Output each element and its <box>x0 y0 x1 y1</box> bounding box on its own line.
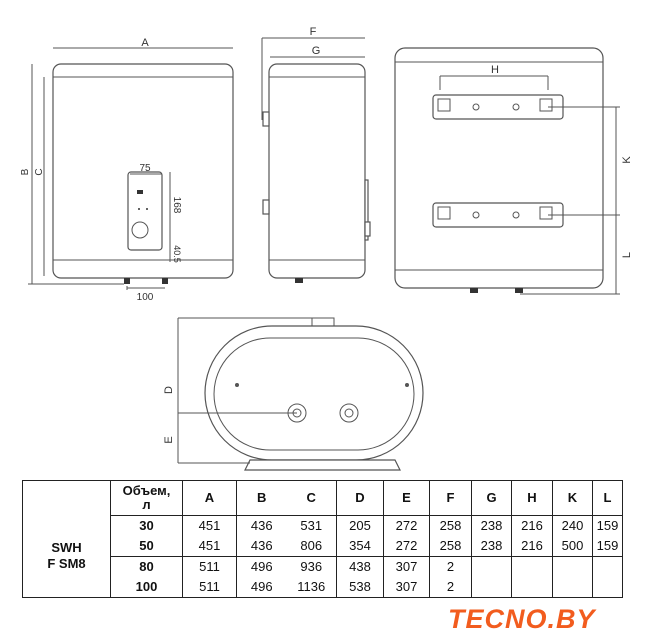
header-k: K <box>552 480 593 516</box>
dimension-cell: 2 <box>429 556 472 577</box>
dimension-cell: 500 <box>552 536 593 557</box>
dimension-cell: 159 <box>592 536 623 557</box>
dimension-cell: 451 <box>182 515 237 536</box>
dimension-cell <box>592 577 623 598</box>
dim-e-label: E <box>163 436 175 443</box>
volume-cell: 100 <box>110 577 183 598</box>
header-c: C <box>286 480 337 516</box>
model-line-1: SWH <box>51 540 82 555</box>
volume-cell: 50 <box>110 536 183 557</box>
dimension-cell: 436 <box>236 536 287 557</box>
dimension-cell: 531 <box>300 518 323 533</box>
dimension-cell: 258 <box>429 515 472 536</box>
dim-l-label: L <box>621 252 633 258</box>
dim-g-label: G <box>312 45 321 57</box>
dimension-cell: 238 <box>471 536 512 557</box>
dimension-cell: 238 <box>471 515 512 536</box>
volume-cell: 80 <box>110 556 183 577</box>
side-view: F G <box>261 26 371 283</box>
header-l: L <box>592 480 623 516</box>
dimension-cell <box>592 556 623 577</box>
panel-offset-label: 40.5 <box>172 245 182 263</box>
dimension-cell: 511 <box>182 577 237 598</box>
dim-d-label: D <box>163 386 175 394</box>
header-h: H <box>511 480 553 516</box>
dimension-cell: 1136 <box>297 579 326 594</box>
dimension-cell <box>471 577 512 598</box>
dimension-cell: 159 <box>592 515 623 536</box>
dimension-cell: 496 <box>236 556 287 577</box>
dim-k-label: K <box>621 156 633 164</box>
model-line-2: F SM8 <box>47 556 86 571</box>
front-view: A B C 75 168 40.5 100 <box>20 37 234 303</box>
dimension-cell: 307 <box>383 577 430 598</box>
dimension-cell: 2 <box>429 577 472 598</box>
header-e: E <box>383 480 430 516</box>
pipe-spacing-label: 100 <box>137 292 154 303</box>
dimension-cell <box>511 577 553 598</box>
dimension-cell: 216 <box>511 515 553 536</box>
dimension-cell <box>511 556 553 577</box>
bottom-view: D E <box>163 317 424 471</box>
dimension-cell <box>552 556 593 577</box>
dim-c-label: C <box>34 168 45 175</box>
dim-b-label: B <box>20 168 31 175</box>
dimension-cell: 538 <box>336 577 384 598</box>
volume-header-line1: Объем, <box>122 483 171 498</box>
dimension-cell: 451 <box>182 536 237 557</box>
dim-f-label: F <box>310 26 317 38</box>
back-view: H K L <box>394 47 633 295</box>
header-f: F <box>429 480 472 516</box>
dimension-cell: 936 <box>286 556 337 577</box>
dim-a-label: A <box>141 37 149 49</box>
dimension-cell: 496 <box>236 577 287 598</box>
dimension-cell <box>552 577 593 598</box>
dimension-cell: 240 <box>552 515 593 536</box>
volume-header-line2: л <box>142 497 151 512</box>
dimension-cell: 354 <box>336 536 384 557</box>
dimension-cell: 205 <box>336 515 384 536</box>
technical-drawing: A B C 75 168 40.5 100 F G H K L <box>20 26 633 471</box>
dimension-cell: 216 <box>511 536 553 557</box>
panel-height-label: 168 <box>171 197 182 214</box>
header-d: D <box>336 480 384 516</box>
logo-text: TECNO.BY <box>448 604 596 634</box>
dimension-cell: 307 <box>383 556 430 577</box>
dimension-cell: 806 <box>300 538 323 553</box>
header-a: A <box>182 480 237 516</box>
dimension-cell: 258 <box>429 536 472 557</box>
dimension-cell: 272 <box>383 515 430 536</box>
volume-cell: 30 <box>110 515 183 536</box>
dimension-cell: 272 <box>383 536 430 557</box>
volume-header: Объем,л <box>110 480 183 516</box>
panel-width-label: 75 <box>139 163 151 174</box>
dimension-cell: 511 <box>182 556 237 577</box>
dimension-cell <box>471 556 512 577</box>
header-g: G <box>471 480 512 516</box>
tecno-by-logo: TECNO.BY <box>440 602 640 638</box>
header-b: B <box>236 480 287 516</box>
dim-h-label: H <box>491 64 499 76</box>
dimension-cell: 436 <box>236 515 287 536</box>
dimension-cell: 438 <box>336 556 384 577</box>
